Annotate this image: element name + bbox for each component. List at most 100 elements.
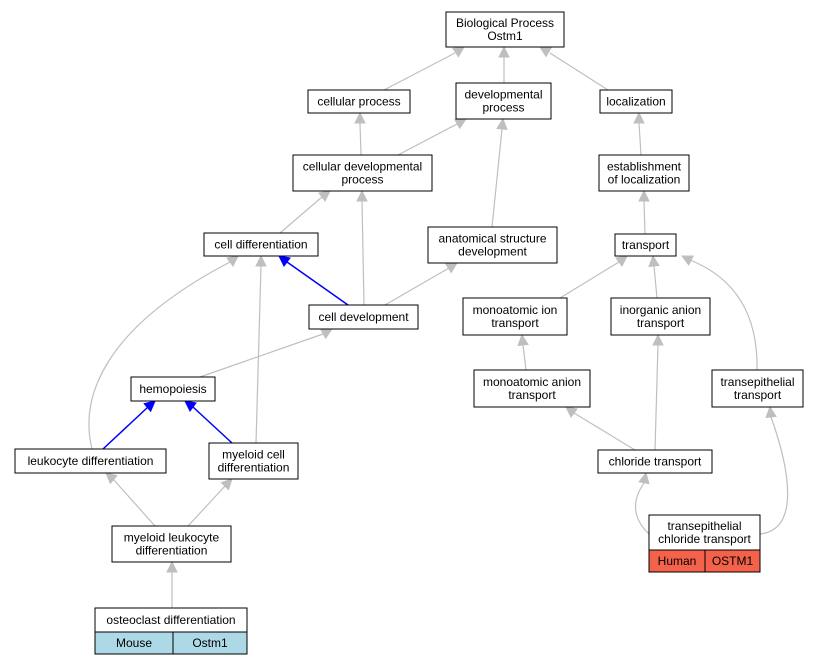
edge-line (638, 122, 642, 156)
node-chloride-transport[interactable]: chloride transport (597, 449, 713, 474)
node-label: transport (622, 238, 670, 252)
node-label: chloride transport (658, 532, 751, 546)
node-label: transport (637, 316, 685, 330)
edge-line (255, 265, 262, 444)
edge-layer (88, 45, 789, 608)
species-label: Human (658, 554, 697, 568)
node-box (473, 369, 591, 408)
node-box (597, 449, 713, 474)
node-label: transepithelial (667, 519, 741, 533)
edge-osteoclast-differentiation-to-myeloid-leukocyte-differentiation (166, 560, 178, 608)
node-label: cellular process (317, 95, 400, 109)
arrowhead (539, 46, 552, 58)
edge-establishment-localization-to-localization (633, 111, 645, 156)
node-hemopoiesis[interactable]: hemopoiesis (130, 376, 216, 402)
edge-leukocyte-differentiation-to-cell-differentiation (88, 255, 239, 450)
node-box (208, 442, 299, 480)
node-box (111, 525, 232, 563)
node-label: cell differentiation (214, 238, 307, 252)
node-label: Biological Process (456, 16, 554, 30)
gene-cell (704, 549, 761, 573)
arrowhead (452, 46, 465, 58)
edge-line (88, 261, 231, 450)
arrowhead (255, 254, 267, 267)
arrowhead (354, 111, 366, 124)
edge-inorganic-anion-transport-to-transport (648, 254, 660, 299)
edge-line (192, 406, 233, 444)
node-label: localization (606, 95, 665, 109)
node-cell-differentiation[interactable]: cell differentiation (203, 232, 319, 257)
species-label: Mouse (116, 636, 152, 650)
edge-line (359, 122, 362, 156)
node-label: differentiation (136, 544, 208, 558)
node-label: cellular developmental (303, 160, 422, 174)
node-cell-development[interactable]: cell development (308, 304, 419, 330)
arrowhead (615, 255, 628, 267)
node-box (610, 297, 711, 336)
arrowhead (356, 189, 368, 202)
node-label: of localization (608, 173, 681, 187)
edge-line (689, 259, 758, 371)
edge-line (112, 478, 156, 527)
node-box (455, 82, 552, 120)
node-cellular-process[interactable]: cellular process (307, 89, 411, 114)
node-localization[interactable]: localization (599, 89, 673, 114)
arrowhead (638, 189, 650, 202)
edge-cell-development-to-cell-differentiation (278, 255, 349, 306)
node-label: transepithelial (720, 375, 794, 389)
node-box (711, 369, 804, 408)
edge-line (187, 484, 227, 527)
edge-transepithelial-chloride-transport-to-transepithelial-transport (759, 405, 789, 535)
arrowhead (633, 111, 645, 124)
node-label: leukocyte differentiation (28, 454, 154, 468)
edge-myeloid-leukocyte-differentiation-to-myeloid-cell-differentiation (187, 478, 233, 527)
node-label: cell development (318, 310, 409, 324)
edge-line (491, 128, 503, 228)
node-transport[interactable]: transport (614, 233, 677, 257)
edge-cellular-process-to-bio-process (383, 46, 465, 91)
node-label: osteoclast differentiation (106, 613, 235, 627)
edge-line (361, 200, 365, 306)
edge-line (759, 416, 789, 535)
node-box (427, 226, 558, 264)
edge-line (279, 196, 323, 234)
edge-transepithelial-transport-to-transport (681, 255, 758, 371)
arrowhead (496, 117, 508, 131)
node-label: inorganic anion (620, 303, 701, 317)
node-box (203, 232, 319, 257)
arrowhead (278, 255, 291, 267)
node-leukocyte-differentiation[interactable]: leukocyte differentiation (14, 448, 167, 474)
edge-line (286, 261, 349, 306)
arrowhead (498, 45, 510, 58)
edge-anatomical-structure-dev-to-developmental-process (491, 117, 508, 228)
arrowhead (318, 190, 331, 202)
arrowhead (143, 400, 156, 413)
arrowhead (105, 472, 118, 485)
edge-transepithelial-chloride-transport-to-chloride-transport (635, 471, 650, 535)
edge-line (573, 412, 636, 451)
arrowhead (166, 560, 178, 573)
node-label: myeloid leukocyte (124, 531, 220, 545)
node-label: transport (491, 316, 539, 330)
arrowhead (220, 478, 233, 491)
arrowhead (652, 333, 664, 346)
node-box (292, 154, 433, 192)
edge-monoatomic-anion-transport-to-monoatomic-ion-transport (517, 333, 529, 371)
node-box (598, 154, 690, 192)
node-box (599, 89, 673, 114)
